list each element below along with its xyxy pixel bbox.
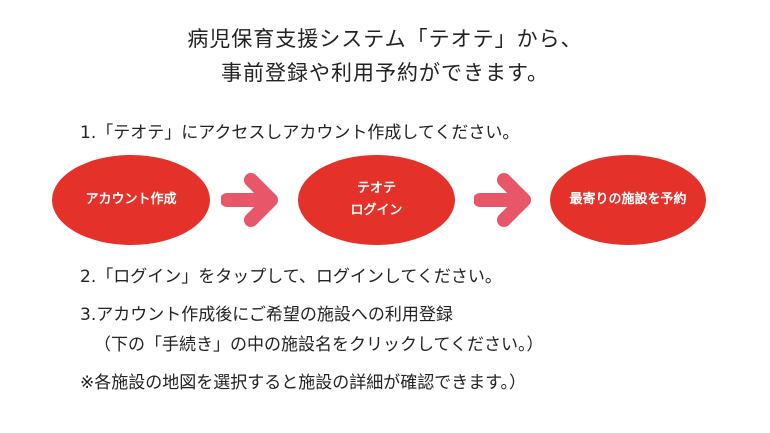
- flow-step-create-account: アカウント作成: [52, 155, 210, 245]
- flow-step-label: 最寄りの施設を予約: [569, 192, 687, 207]
- flow-step-label: アカウント作成: [85, 192, 177, 207]
- step-3-text: 3.アカウント作成後にご希望の施設への利用登録: [80, 305, 453, 325]
- step-1-text: 1.「テオテ」にアクセスしアカウント作成してください。: [80, 123, 520, 143]
- flow-step-reserve-facility: 最寄りの施設を予約: [550, 155, 706, 245]
- step-3-subtext: （下の「手続き」の中の施設名をクリックしてください。）: [94, 335, 544, 355]
- arrow-right-icon: [221, 173, 278, 227]
- step-2-text: 2.「ログイン」をタップして、ログインしてください。: [80, 267, 502, 287]
- heading-line-1: 病児保育支援システム「テオテ」から、: [187, 27, 583, 51]
- flow-step-login: テオテ ログイン: [298, 155, 455, 245]
- note-text: ※各施設の地図を選択すると施設の詳細が確認できます。）: [80, 373, 527, 393]
- flow-step-label: ログイン: [350, 203, 403, 218]
- heading-line-2: 事前登録や利用予約ができます。: [221, 61, 549, 85]
- arrow-right-icon: [474, 173, 531, 227]
- flow-step-label: テオテ: [356, 181, 396, 196]
